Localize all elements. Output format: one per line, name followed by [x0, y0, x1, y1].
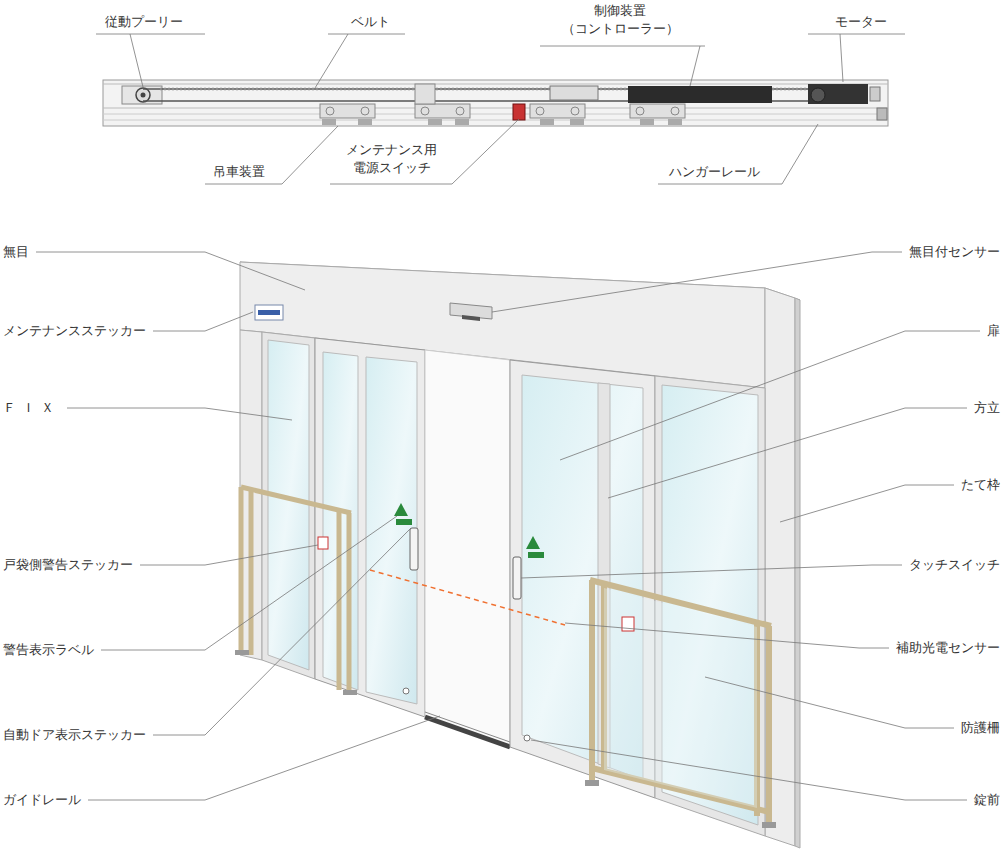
leader-line	[88, 800, 205, 801]
leader-line	[205, 312, 253, 331]
part-label: 防護柵	[960, 719, 1001, 737]
part-label: メンテナンス用 電源スイッチ	[342, 141, 443, 177]
operator-unit	[103, 80, 888, 126]
leader-line	[36, 252, 205, 253]
part-label: 吊車装置	[212, 163, 266, 181]
leader-line	[905, 485, 954, 486]
leader-line	[905, 331, 980, 332]
part-label: 自動ドア表示ステッカー	[2, 726, 147, 744]
leader-line	[565, 623, 859, 648]
leader-line	[905, 728, 954, 729]
leader-line	[205, 408, 292, 420]
part-label: ガイドレール	[2, 791, 82, 809]
door-assembly	[235, 262, 800, 848]
part-label: ベルト	[350, 13, 391, 31]
leader-line	[859, 648, 889, 649]
part-label: ハンガーレール	[668, 163, 761, 181]
leader-line	[560, 331, 905, 460]
part-label: 警告表示ラベル	[2, 641, 95, 659]
leader-line	[153, 735, 205, 736]
part-label: メンテナンスステッカー	[2, 322, 147, 340]
leader-line	[153, 331, 205, 332]
leader-line	[608, 408, 905, 498]
leader-lines	[96, 34, 905, 184]
part-label: 錠前	[973, 791, 1001, 809]
part-label: 補助光電センサー	[895, 639, 1001, 657]
part-label: タッチスイッチ	[908, 556, 1001, 574]
part-label: たて枠	[960, 476, 1001, 494]
part-label: 制御装置 （コントローラー）	[554, 2, 686, 38]
leader-line	[905, 408, 967, 409]
part-label: 扉	[986, 322, 1001, 340]
leader-line	[205, 716, 440, 800]
leader-line	[872, 565, 902, 566]
part-label: 戸袋側警告ステッカー	[2, 556, 134, 574]
part-label: モーター	[834, 13, 888, 31]
leader-line	[205, 252, 305, 290]
part-label: 無目付センサー	[908, 243, 1001, 261]
leader-line	[521, 565, 872, 578]
leader-line	[905, 800, 967, 801]
leader-line	[205, 516, 397, 650]
leader-line	[492, 252, 872, 312]
part-label: ＦＩＸ	[2, 399, 61, 417]
leader-line	[205, 528, 411, 735]
leader-line	[67, 408, 205, 409]
leader-line	[531, 740, 905, 800]
part-label: 従動プーリー	[104, 13, 184, 31]
leader-line	[780, 485, 905, 522]
part-label: 無目	[2, 243, 30, 261]
leader-line	[705, 677, 905, 728]
leader-line	[140, 565, 205, 566]
leader-line	[101, 650, 205, 651]
part-label: 方立	[973, 399, 1001, 417]
leader-line	[872, 252, 902, 253]
leader-line	[205, 545, 318, 565]
